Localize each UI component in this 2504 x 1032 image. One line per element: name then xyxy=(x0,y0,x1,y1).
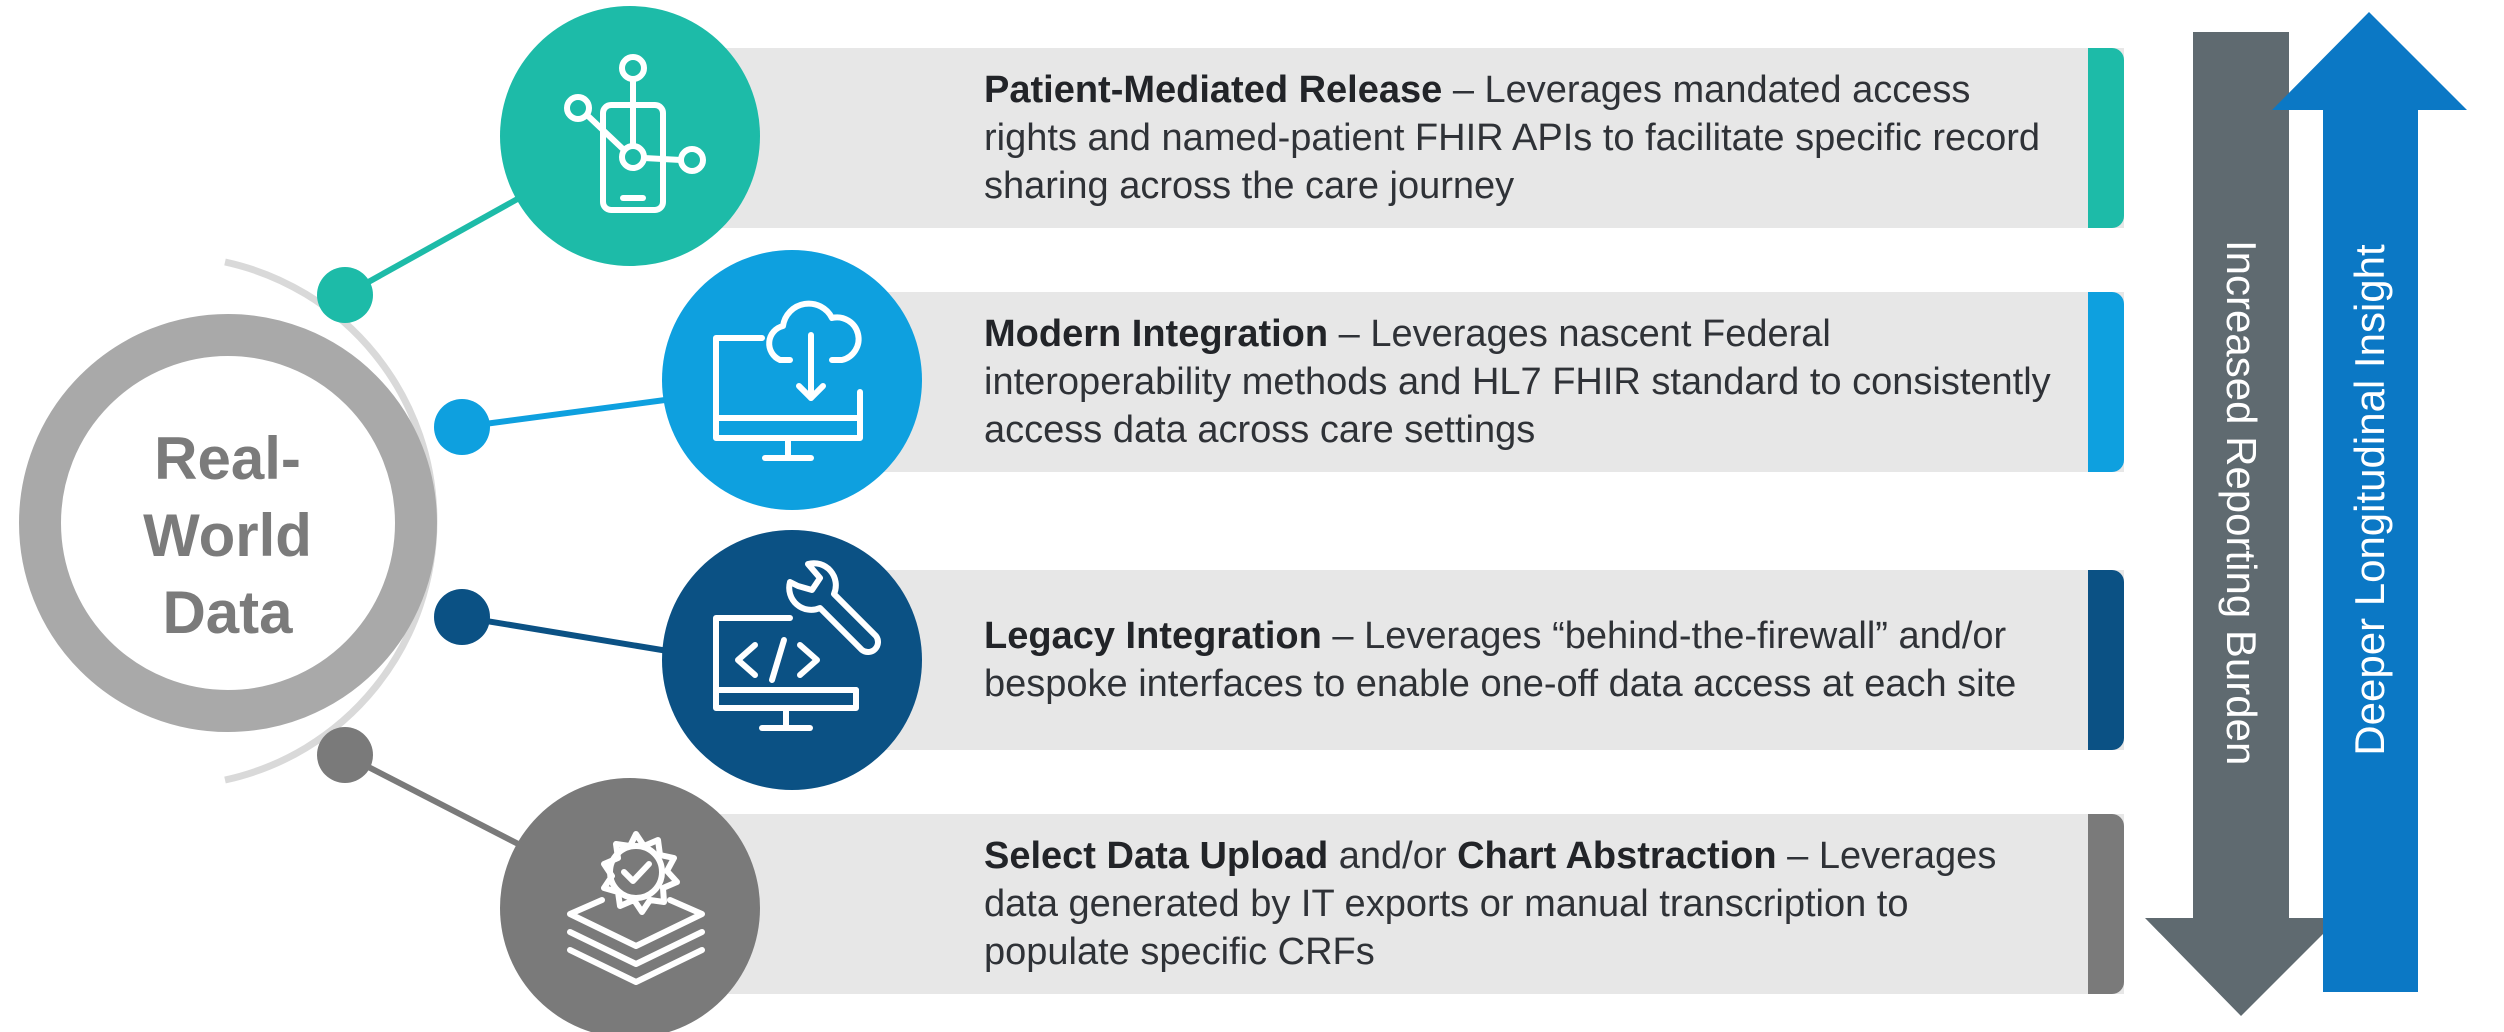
panel-accent-bar xyxy=(2088,570,2124,750)
connector-dot-3 xyxy=(434,589,490,645)
cloud-download-monitor-icon xyxy=(662,250,922,510)
item-description: – Leverages nascent Federal interoperabi… xyxy=(984,313,2051,451)
arrow-down-reporting-burden xyxy=(2145,32,2339,1016)
center-label-line: World xyxy=(143,502,312,569)
center-ring xyxy=(19,314,437,732)
panel-text: Select Data Upload and/or Chart Abstract… xyxy=(984,832,2064,976)
center-label-real-world-data: Real- World Data xyxy=(65,420,390,651)
connector-dot-4 xyxy=(317,727,373,783)
item-description: – Leverages “behind-the-firewall” and/or… xyxy=(984,615,2017,705)
item-description: – Leverages mandated access rights and n… xyxy=(984,69,2041,207)
connector-line-3 xyxy=(461,614,681,656)
panel-accent-bar xyxy=(2088,814,2124,994)
arrow-up-longitudinal-insight xyxy=(2272,12,2467,992)
arrow-up-label: Deeper Longitudinal Insight xyxy=(2346,244,2393,756)
panel-patient-mediated-release: Patient-Mediated Release – Leverages man… xyxy=(700,48,2124,228)
panel-modern-integration: Modern Integration – Leverages nascent F… xyxy=(700,292,2124,472)
gear-layers-icon xyxy=(500,778,760,1032)
item-title: Select Data Upload xyxy=(984,835,1329,877)
connector-dot-1 xyxy=(317,267,373,323)
connector-line-1 xyxy=(343,189,532,298)
panel-accent-bar xyxy=(2088,292,2124,472)
center-label-line: Real- xyxy=(154,425,301,492)
item-title: Patient-Mediated Release xyxy=(984,69,1443,111)
panel-accent-bar xyxy=(2088,48,2124,228)
panel-text: Patient-Mediated Release – Leverages man… xyxy=(984,66,2064,210)
item-title-secondary: Chart Abstraction xyxy=(1457,835,1777,877)
panel-select-data-upload: Select Data Upload and/or Chart Abstract… xyxy=(700,814,2124,994)
connector-dot-2 xyxy=(434,399,490,455)
item-description: – Leverages data generated by IT exports… xyxy=(984,835,1997,973)
panel-text: Legacy Integration – Leverages “behind-t… xyxy=(984,612,2064,708)
connector-line-2 xyxy=(461,395,681,430)
panel-text: Modern Integration – Leverages nascent F… xyxy=(984,310,2064,454)
mobile-network-icon xyxy=(500,6,760,266)
connector-line-4 xyxy=(343,752,532,853)
panel-legacy-integration: Legacy Integration – Leverages “behind-t… xyxy=(700,570,2124,750)
item-conjunction: and/or xyxy=(1328,835,1458,877)
center-label-line: Data xyxy=(162,579,293,646)
item-title: Legacy Integration xyxy=(984,615,1322,657)
arrow-down-label: Increased Reporting Burden xyxy=(2218,240,2265,766)
code-wrench-monitor-icon xyxy=(662,530,922,790)
item-title: Modern Integration xyxy=(984,313,1329,355)
